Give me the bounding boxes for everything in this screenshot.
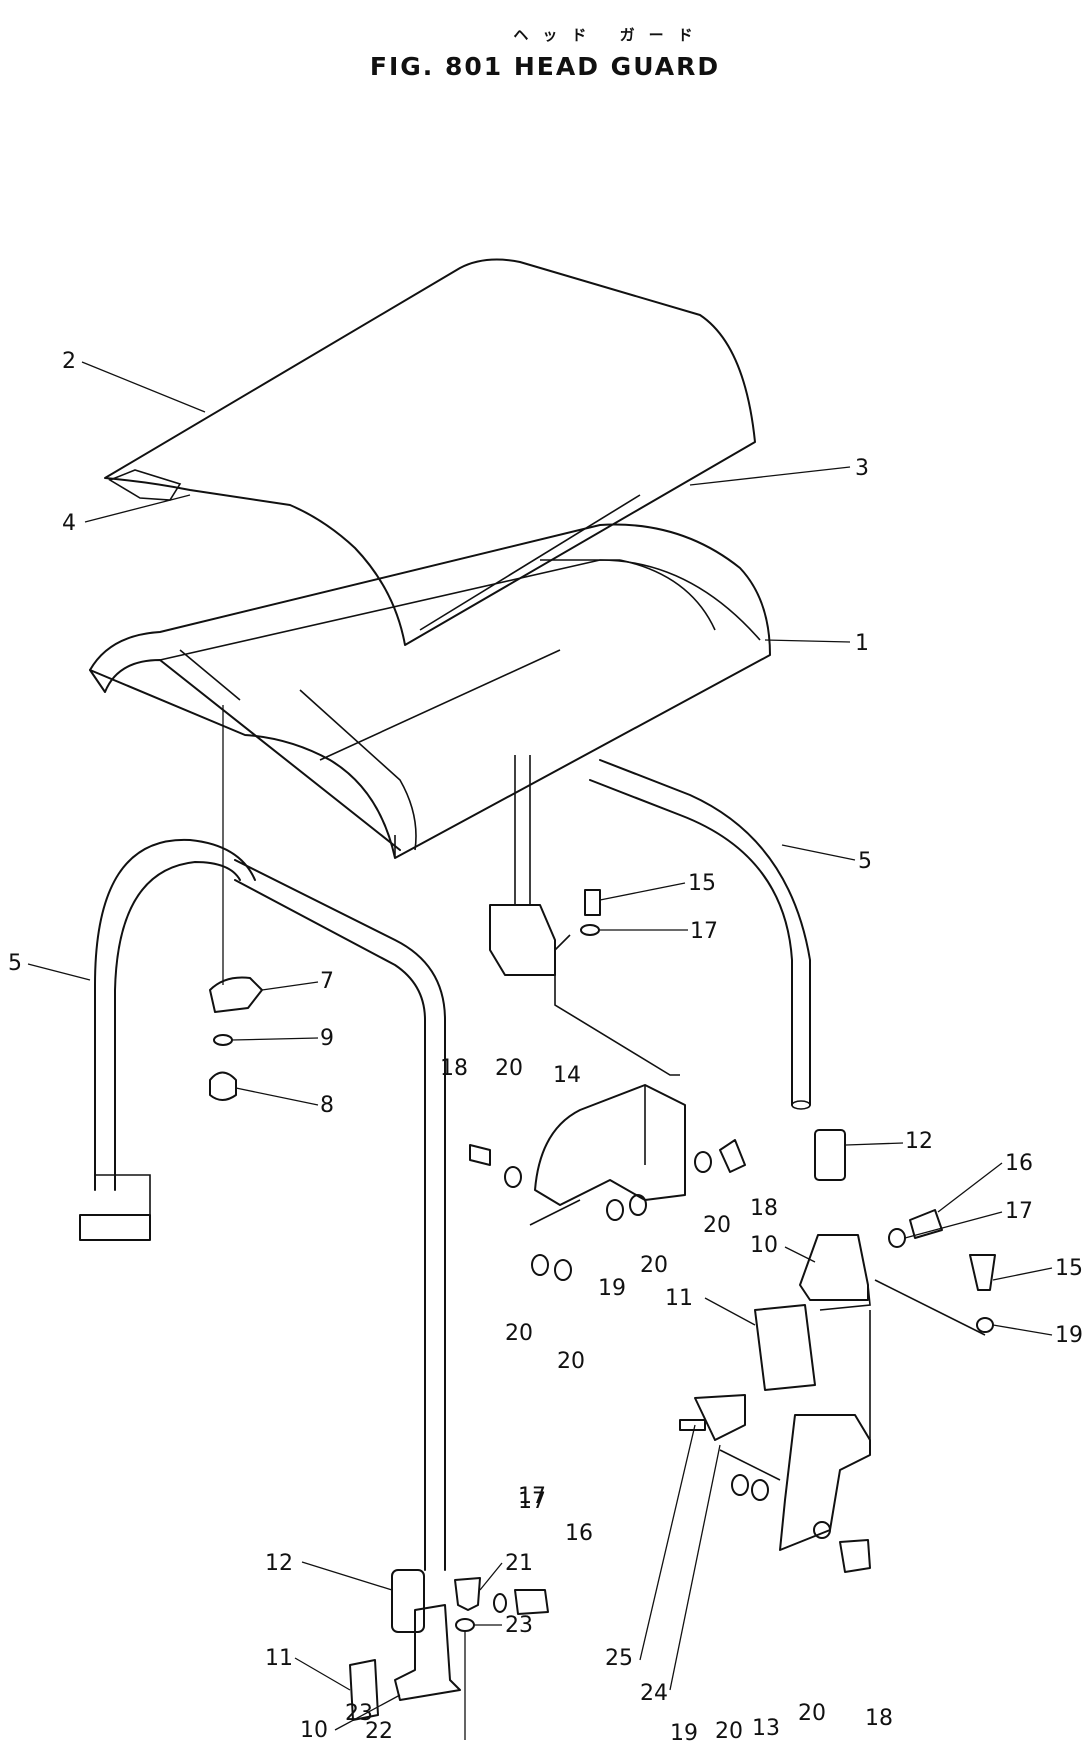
callout-10-left: 10 xyxy=(300,1718,328,1741)
callout-17-right: 17 xyxy=(1005,1199,1033,1224)
left-lower-assembly xyxy=(349,1569,549,1740)
left-roll-bar xyxy=(79,838,446,1571)
callout-17-left-b: 17 xyxy=(518,1489,546,1514)
callout-15: 15 xyxy=(688,871,716,896)
callout-20-d: 20 xyxy=(505,1321,533,1346)
callout-20-e: 20 xyxy=(715,1719,743,1741)
callout-20-a: 20 xyxy=(495,1056,523,1081)
callout-2: 2 xyxy=(62,349,76,374)
callout-16-right: 16 xyxy=(1005,1151,1033,1176)
callout-20-c: 20 xyxy=(640,1253,668,1278)
callout-9: 9 xyxy=(320,1026,334,1051)
callout-17-right-b: 19 xyxy=(1055,1323,1083,1348)
callout-18-a: 18 xyxy=(440,1056,468,1081)
callout-20-f: 20 xyxy=(798,1701,826,1726)
callout-3: 3 xyxy=(855,456,869,481)
callout-18-c: 18 xyxy=(865,1706,893,1731)
callout-15-right: 15 xyxy=(1055,1256,1083,1281)
callout-16-left: 16 xyxy=(565,1521,593,1546)
right-lower-assembly xyxy=(679,1129,996,1573)
callout-21: 21 xyxy=(505,1551,533,1576)
callout-11-left: 11 xyxy=(265,1646,293,1671)
callout-19-c: 19 xyxy=(670,1721,698,1741)
leader-lines xyxy=(27,361,1053,1731)
roof-cover-panel xyxy=(104,258,756,646)
callout-10-right: 10 xyxy=(750,1233,778,1258)
clamp-bolt-assembly xyxy=(209,705,263,1101)
callout-22: 22 xyxy=(365,1719,393,1741)
figure-title: FIG. 801 HEAD GUARD xyxy=(369,52,721,81)
callout-1: 1 xyxy=(855,631,869,656)
callout-5-left: 5 xyxy=(8,951,22,976)
callout-18-b: 18 xyxy=(750,1196,778,1221)
head-guard-frame xyxy=(89,523,771,859)
bracket-14 xyxy=(469,1084,746,1281)
callout-24: 24 xyxy=(640,1681,668,1706)
callout-14: 14 xyxy=(553,1063,581,1088)
callout-17-left: 17 xyxy=(518,1484,546,1509)
callout-12-left: 12 xyxy=(265,1551,293,1576)
callout-8: 8 xyxy=(320,1093,334,1118)
callout-17: 17 xyxy=(690,919,718,944)
callout-7: 7 xyxy=(320,969,334,994)
callout-4: 4 xyxy=(62,511,76,536)
callout-25: 25 xyxy=(605,1646,633,1671)
callout-labels: 2 4 3 1 5 5 15 17 7 9 8 18 20 14 20 18 1… xyxy=(8,349,1083,1741)
callout-23-a: 23 xyxy=(505,1613,533,1638)
callout-11-right: 11 xyxy=(665,1286,693,1311)
right-roll-bar xyxy=(589,759,811,1110)
callout-12-right: 12 xyxy=(905,1129,933,1154)
center-mount-bracket xyxy=(489,755,680,1076)
callout-19-a: 19 xyxy=(598,1276,626,1301)
callout-20-b: 20 xyxy=(703,1213,731,1238)
callout-19-b: 20 xyxy=(557,1349,585,1374)
title-kana: ヘッド ガード xyxy=(513,26,707,44)
callout-5-right: 5 xyxy=(858,849,872,874)
callout-13: 13 xyxy=(752,1716,780,1741)
